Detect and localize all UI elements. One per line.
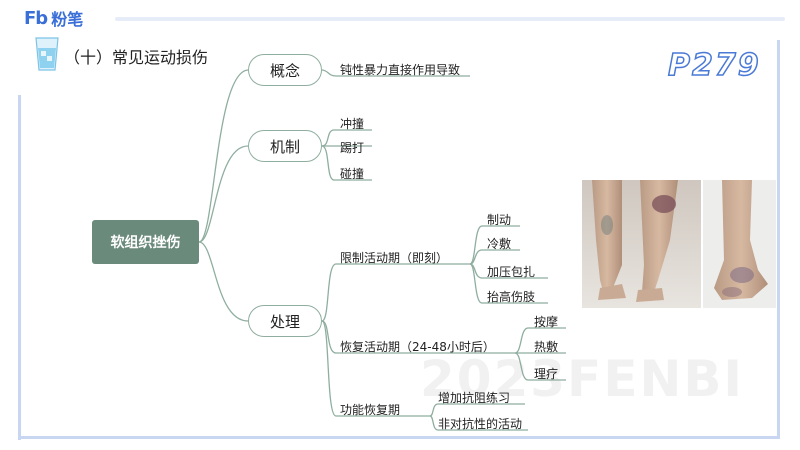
- mechanism-item: 踢打: [340, 141, 365, 155]
- branch-node-concept: 概念: [248, 54, 322, 86]
- branch-node-mechanism: 机制: [248, 130, 322, 162]
- mechanism-item: 碰撞: [340, 167, 365, 181]
- section-title: （十）常见运动损伤: [64, 48, 209, 67]
- treatment-phase-immediate: 限制活动期（即刻）: [340, 251, 449, 265]
- recovery-item: 按摩: [534, 315, 559, 329]
- page-reference: P279: [667, 47, 761, 84]
- treatment-phase-function: 功能恢复期: [340, 403, 401, 417]
- brand-logo: Fb 粉笔: [24, 6, 83, 30]
- frame-border-bottom: [18, 436, 780, 439]
- immediate-item: 加压包扎: [487, 265, 536, 279]
- mechanism-item: 冲撞: [340, 117, 365, 131]
- bruise-photo: [582, 180, 776, 308]
- recovery-item: 理疗: [534, 367, 559, 381]
- water-cup-icon: [35, 37, 59, 71]
- immediate-item: 抬高伤肢: [487, 290, 536, 304]
- logo-mark: Fb: [24, 7, 48, 29]
- mindmap-root-node: 软组织挫伤: [92, 220, 199, 264]
- immediate-item: 冷敷: [487, 237, 512, 251]
- brand-name: 粉笔: [51, 10, 84, 29]
- watermark: 2023FENBI: [420, 350, 745, 408]
- immediate-item: 制动: [487, 213, 512, 227]
- branch-node-treatment: 处理: [248, 305, 322, 337]
- function-item: 增加抗阻练习: [438, 391, 511, 405]
- treatment-phase-recovery: 恢复活动期（24-48小时后）: [340, 340, 495, 354]
- frame-border-left: [18, 95, 21, 440]
- header-divider: [115, 17, 785, 21]
- function-item: 非对抗性的活动: [438, 417, 523, 431]
- concept-item: 钝性暴力直接作用导致: [340, 63, 461, 77]
- frame-border-right: [777, 40, 780, 439]
- recovery-item: 热敷: [534, 340, 559, 354]
